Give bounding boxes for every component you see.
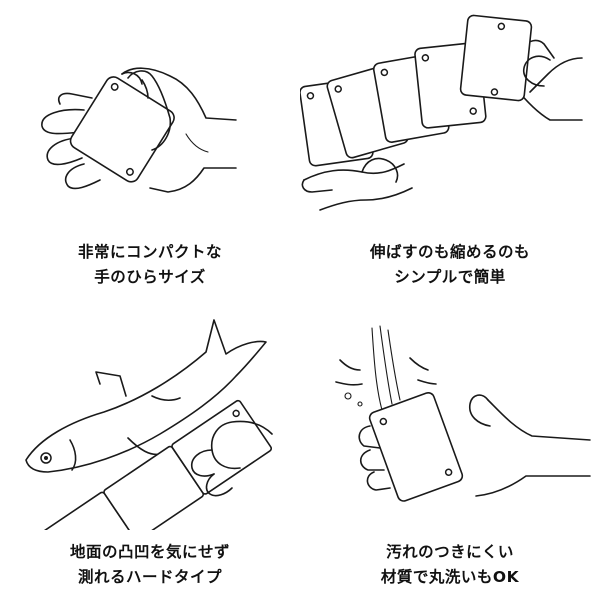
panel-folding: 伸ばすのも縮めるのも シンプルで簡単 xyxy=(300,0,600,300)
caption-line-1: 非常にコンパクトな xyxy=(77,243,222,261)
panel-hard: 地面の凸凹を気にせず 測れるハードタイプ xyxy=(0,300,300,600)
caption-line-1: 地面の凸凹を気にせず xyxy=(69,543,230,561)
panel-compact: 非常にコンパクトな 手のひらサイズ xyxy=(0,0,300,300)
hands-folding-cards-illustration xyxy=(300,14,583,211)
caption-hard: 地面の凸凹を気にせず 測れるハードタイプ xyxy=(0,540,300,590)
caption-line-1: 汚れのつきにくい xyxy=(386,543,514,561)
caption-line-2: 材質で丸洗いもOK xyxy=(380,568,520,586)
fish-measuring-illustration xyxy=(25,319,273,530)
caption-line-1: 伸ばすのも縮めるのも xyxy=(369,243,530,261)
caption-line-2: シンプルで簡単 xyxy=(394,268,506,286)
caption-folding: 伸ばすのも縮めるのも シンプルで簡単 xyxy=(300,240,600,290)
washing-card-illustration xyxy=(335,325,591,502)
caption-washable: 汚れのつきにくい 材質で丸洗いもOK xyxy=(300,540,600,590)
panel-washable: 汚れのつきにくい 材質で丸洗いもOK xyxy=(300,300,600,600)
caption-line-2: 測れるハードタイプ xyxy=(77,568,222,586)
caption-compact: 非常にコンパクトな 手のひらサイズ xyxy=(0,240,300,290)
hand-holding-card-illustration xyxy=(41,67,237,193)
caption-line-2: 手のひらサイズ xyxy=(94,268,206,286)
